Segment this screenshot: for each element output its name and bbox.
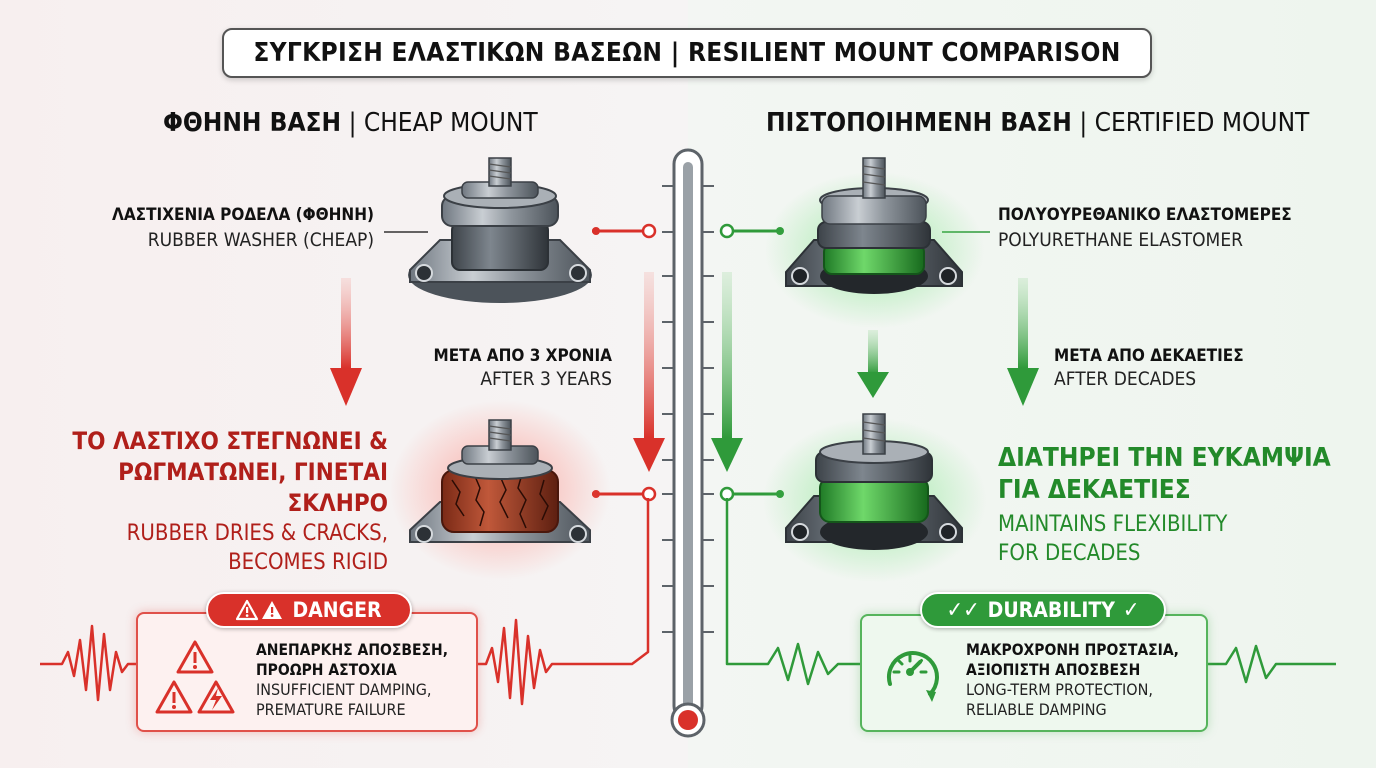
danger-en-2: PREMATURE FAILURE <box>256 700 406 719</box>
left-heading-gr: ΦΘΗΝΗ ΒΑΣΗ <box>163 108 342 138</box>
warning-icon <box>155 640 235 714</box>
lightning-icon <box>210 688 222 710</box>
danger-badge-label: DANGER <box>292 598 382 622</box>
left-result-en-1: RUBBER DRIES & CRACKS, <box>126 521 388 546</box>
right-time-label: ΜΕΤΑ ΑΠΟ ΔΕΚΑΕΤΙΕΣ AFTER DECADES <box>1054 346 1244 390</box>
left-result: ΤΟ ΛΑΣΤΙΧΟ ΣΤΕΓΝΩΝΕΙ & ΡΩΓΜΑΤΩΝΕΙ, ΓΙΝΕΤ… <box>72 426 388 577</box>
right-result-en-1: MAINTAINS FLEXIBILITY <box>998 512 1228 537</box>
left-result-gr-3: ΣΚΛΗΡΟ <box>287 489 388 517</box>
arrow-down-right-outer <box>1007 278 1039 406</box>
left-time-en: AFTER 3 YEARS <box>480 368 612 390</box>
durability-en-2: RELIABLE DAMPING <box>966 700 1107 719</box>
right-time-en: AFTER DECADES <box>1054 368 1197 390</box>
left-heading: ΦΘΗΝΗ ΒΑΣΗ | CHEAP MOUNT <box>163 108 538 138</box>
arrow-down-left-outer <box>330 278 362 406</box>
check-icon: ✓✓ <box>946 597 980 623</box>
left-result-en-2: BECOMES RIGID <box>228 550 388 575</box>
certified-mount-aged <box>785 413 963 550</box>
arrow-down-right-inner <box>711 272 743 472</box>
right-part-label-en: POLYURETHANE ELASTOMER <box>998 229 1243 251</box>
right-result-gr-2: ΓΙΑ ΔΕΚΑΕΤΙΕΣ <box>998 475 1191 505</box>
cheap-mount-degraded <box>409 419 591 543</box>
left-part-label-en: RUBBER WASHER (CHEAP) <box>147 229 374 251</box>
durability-text: ΜΑΚΡΟΧΡΟΝΗ ΠΡΟΣΤΑΣΙΑ, ΑΞΙΟΠΙΣΤΗ ΑΠΟΣΒΕΣΗ… <box>966 640 1179 720</box>
durability-en-1: LONG-TERM PROTECTION, <box>966 680 1153 699</box>
thermometer-icon <box>662 148 714 738</box>
danger-text: ΑΝΕΠΑΡΚΗΣ ΑΠΟΣΒΕΣΗ, ΠΡΟΩΡΗ ΑΣΤΟΧΙΑ INSUF… <box>256 640 448 720</box>
right-part-label: ΠΟΛΥΟΥΡΕΘΑΝΙΚΟ ΕΛΑΣΤΟΜΕΡΕΣ POLYURETHANE … <box>998 205 1292 251</box>
left-result-gr-1: ΤΟ ΛΑΣΤΙΧΟ ΣΤΕΓΝΩΝΕΙ & <box>72 427 388 455</box>
waveform-icon-red <box>40 498 650 706</box>
durability-gr-2: ΑΞΙΟΠΙΣΤΗ ΑΠΟΣΒΕΣΗ <box>966 661 1141 679</box>
right-time-gr: ΜΕΤΑ ΑΠΟ ΔΕΚΑΕΤΙΕΣ <box>1054 346 1244 366</box>
right-result-gr-1: ΔΙΑΤΗΡΕΙ ΤΗΝ ΕΥΚΑΜΨΙΑ <box>998 443 1331 473</box>
left-heading-en: | CHEAP MOUNT <box>348 108 538 138</box>
right-heading-gr: ΠΙΣΤΟΠΟΙΗΜΕΝΗ ΒΑΣΗ <box>766 108 1072 138</box>
gauge-icon <box>887 651 939 702</box>
right-part-label-gr: ΠΟΛΥΟΥΡΕΘΑΝΙΚΟ ΕΛΑΣΤΟΜΕΡΕΣ <box>998 205 1292 225</box>
right-heading-en: | CERTIFIED MOUNT <box>1079 108 1310 138</box>
check-icon: ✓ <box>1122 597 1140 623</box>
right-heading: ΠΙΣΤΟΠΟΙΗΜΕΝΗ ΒΑΣΗ | CERTIFIED MOUNT <box>766 108 1309 138</box>
durability-badge: ✓✓ DURABILITY ✓ <box>920 592 1166 628</box>
right-result-en-2: FOR DECADES <box>998 541 1141 566</box>
warning-icon <box>236 599 283 621</box>
waveform-icon-green <box>725 498 1336 686</box>
left-result-gr-2: ΡΩΓΜΑΤΩΝΕΙ, ΓΙΝΕΤΑΙ <box>118 458 388 486</box>
indicator-top-left <box>592 223 657 239</box>
right-result: ΔΙΑΤΗΡΕΙ ΤΗΝ ΕΥΚΑΜΨΙΑ ΓΙΑ ΔΕΚΑΕΤΙΕΣ MAIN… <box>998 442 1331 568</box>
durability-gr-1: ΜΑΚΡΟΧΡΟΝΗ ΠΡΟΣΤΑΣΙΑ, <box>966 641 1179 659</box>
left-time-gr: ΜΕΤΑ ΑΠΟ 3 ΧΡΟΝΙΑ <box>433 346 612 366</box>
arrow-down-left-inner <box>633 272 665 472</box>
cheap-mount-top <box>408 157 592 303</box>
danger-gr-1: ΑΝΕΠΑΡΚΗΣ ΑΠΟΣΒΕΣΗ, <box>256 641 449 659</box>
certified-mount-top <box>785 157 963 294</box>
danger-box: ΑΝΕΠΑΡΚΗΣ ΑΠΟΣΒΕΣΗ, ΠΡΟΩΡΗ ΑΣΤΟΧΙΑ INSUF… <box>136 612 478 732</box>
durability-badge-label: DURABILITY <box>987 598 1115 622</box>
left-part-label-gr: ΛΑΣΤΙΧΕΝΙΑ ΡΟΔΕΛΑ (ΦΘΗΝΗ) <box>112 205 374 225</box>
danger-gr-2: ΠΡΟΩΡΗ ΑΣΤΟΧΙΑ <box>256 661 397 679</box>
left-part-label: ΛΑΣΤΙΧΕΝΙΑ ΡΟΔΕΛΑ (ΦΘΗΝΗ) RUBBER WASHER … <box>112 205 374 251</box>
arrow-down-right-mid <box>857 330 889 398</box>
danger-en-1: INSUFFICIENT DAMPING, <box>256 680 432 699</box>
danger-badge: DANGER <box>206 592 412 628</box>
left-time-label: ΜΕΤΑ ΑΠΟ 3 ΧΡΟΝΙΑ AFTER 3 YEARS <box>433 346 612 390</box>
durability-box: ΜΑΚΡΟΧΡΟΝΗ ΠΡΟΣΤΑΣΙΑ, ΑΞΙΟΠΙΣΤΗ ΑΠΟΣΒΕΣΗ… <box>860 614 1208 732</box>
page-title: ΣΥΓΚΡΙΣΗ ΕΛΑΣΤΙΚΩΝ ΒΑΣΕΩΝ | RESILIENT MO… <box>222 28 1152 78</box>
